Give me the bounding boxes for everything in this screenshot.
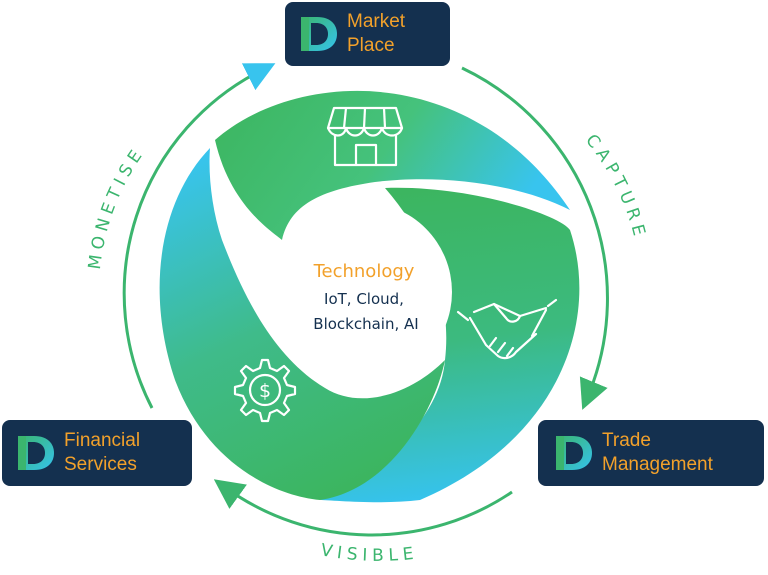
arrow-capture — [461, 66, 609, 410]
node-label-line-1: Trade — [602, 430, 651, 451]
brand-logo-icon — [556, 436, 592, 470]
storefront-icon — [326, 106, 404, 167]
dollar-gear-icon: $ — [233, 358, 297, 423]
node-label-market-place: Market Place — [347, 10, 405, 58]
center-line-2: Blockchain, AI — [313, 315, 418, 333]
brand-logo-icon — [18, 436, 54, 470]
node-market-place[interactable]: Market Place — [285, 2, 450, 66]
cycle-label-capture: CAPTURE — [581, 131, 650, 243]
node-label-line-2: Place — [347, 35, 395, 56]
brand-logo-icon — [301, 17, 337, 51]
node-financial-services[interactable]: Financial Services — [2, 420, 192, 486]
segment-financial-services — [159, 148, 445, 500]
node-label-trade-management: Trade Management — [602, 429, 713, 477]
node-label-line-1: Market — [347, 11, 406, 32]
arrow-monetise — [122, 63, 276, 409]
arrow-visible — [213, 479, 513, 537]
node-label-line-2: Services — [64, 454, 137, 475]
node-label-line-2: Management — [602, 454, 713, 475]
node-trade-management[interactable]: Trade Management — [538, 420, 764, 486]
center-title: Technology — [313, 261, 415, 282]
segment-trade-management — [320, 187, 580, 503]
cycle-label-visible: VISIBLE — [319, 540, 419, 566]
svg-text:$: $ — [259, 380, 271, 402]
handshake-icon — [456, 298, 558, 360]
node-label-financial-services: Financial Services — [64, 429, 140, 477]
center-circle — [272, 202, 452, 382]
center-line-1: IoT, Cloud, — [324, 290, 404, 308]
node-label-line-1: Financial — [64, 430, 141, 451]
